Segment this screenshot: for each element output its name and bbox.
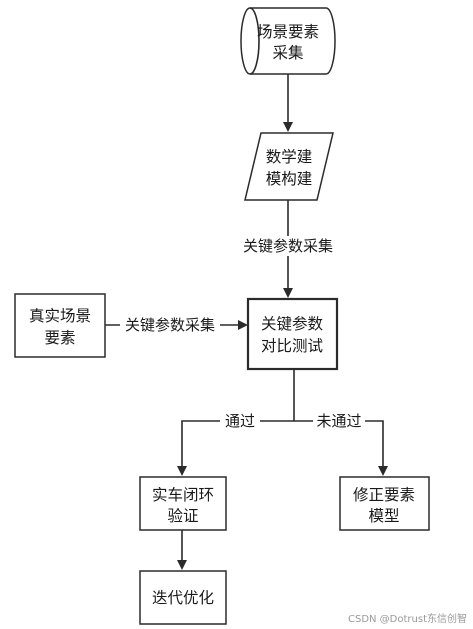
node-label: 修正要素 [353,486,415,504]
edge-label-param-collect-vertical: 关键参数采集 [243,237,333,255]
label-bg [238,236,338,256]
node-iterate: 迭代优化 [139,570,227,625]
node-label: 数学建 [266,148,313,166]
edge-label-fail: 未通过 [316,412,361,430]
node-math-model: 数学建 模构建 [244,132,334,201]
node-label: 验证 [167,507,198,525]
node-fix-model: 修正要素 模型 [339,476,430,531]
cylinder-edge [249,7,260,75]
rect-shape [339,476,430,531]
node-real-scene: 真实场景 要素 [14,293,106,358]
arrowhead [283,122,293,132]
arrowhead [177,560,187,570]
node-label: 迭代优化 [152,589,214,607]
node-label: 实车闭环 [152,486,214,504]
edge-label-pass: 通过 [225,412,255,430]
node-label: 模构建 [266,170,313,188]
rect-shape [14,293,106,358]
cylinder-shape [240,7,336,75]
watermark: CSDN @Dotrust东信创智 [348,612,467,625]
node-param-compare: 关键参数 对比测试 [246,297,339,371]
arrowhead [238,320,248,330]
node-label: 采集 [272,44,303,62]
rect-shape [139,570,227,625]
rect-shape [246,297,339,371]
arrowhead [283,288,293,298]
node-label: 场景要素 [257,23,319,41]
node-label: 模型 [368,507,399,525]
label-bg [220,411,260,431]
label-bg [313,411,365,431]
parallelogram-shape [244,132,334,201]
node-label: 关键参数 [261,315,324,333]
node-scene-collect: 场景要素 采集 [240,7,336,75]
node-label: 对比测试 [261,337,323,355]
edge-label-param-collect-horizontal: 关键参数采集 [125,316,215,334]
arrowhead [177,466,187,476]
label-bg [120,315,220,335]
arrowhead [378,466,388,476]
rect-shape [139,476,227,531]
node-label: 真实场景 [29,307,91,325]
node-label: 要素 [44,329,75,347]
node-vehicle-verify: 实车闭环 验证 [139,476,227,531]
edge-labels: 关键参数采集 关键参数采集 通过 未通过 [120,236,365,431]
